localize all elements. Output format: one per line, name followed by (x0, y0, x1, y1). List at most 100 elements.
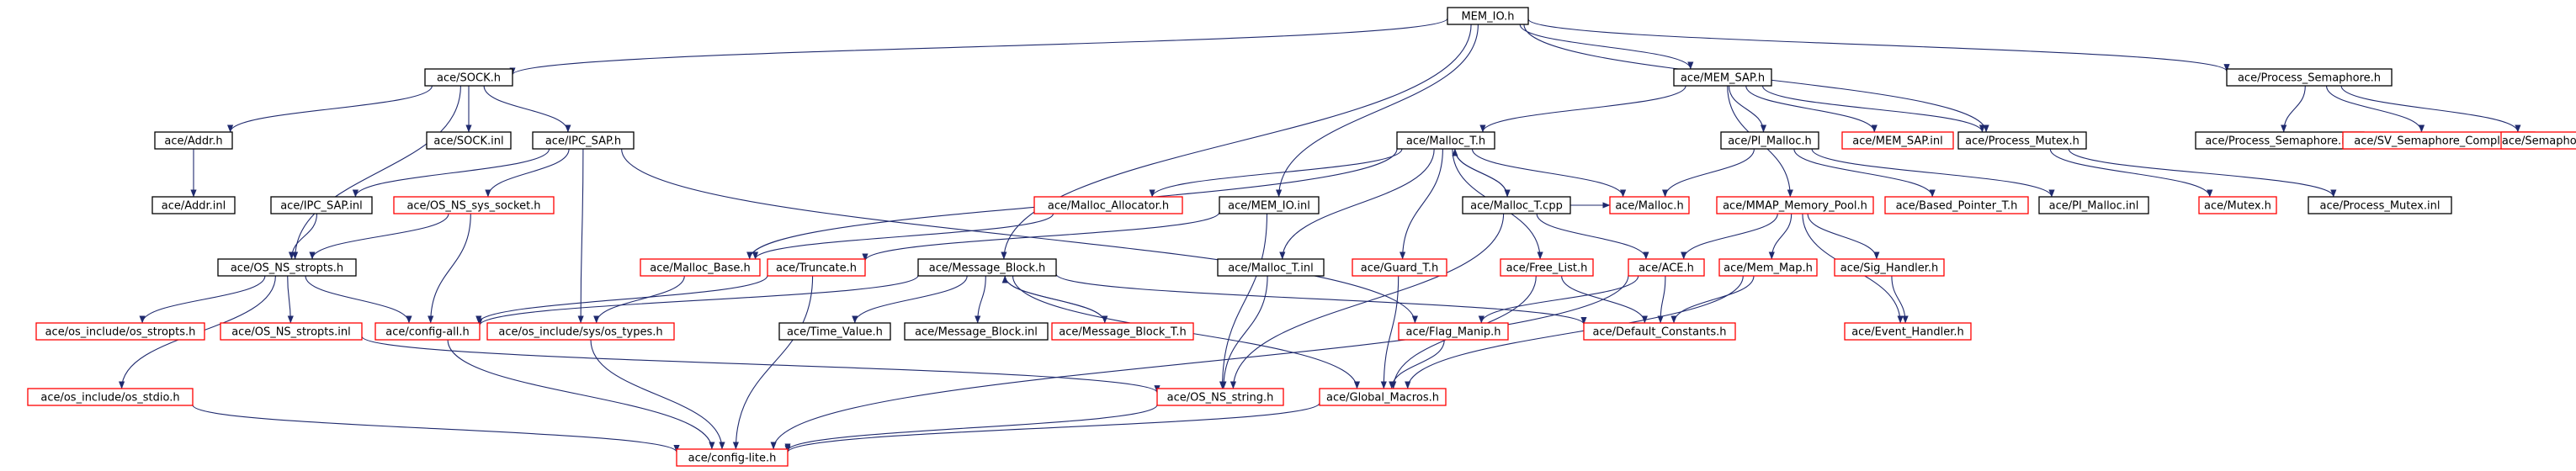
node-box (904, 322, 1049, 341)
node-message-block-h[interactable]: ace/Message_Block.h (917, 258, 1057, 277)
edge-os_ns_string_h-to-config_lite_h (784, 405, 1158, 452)
node-label: ace/OS_NS_string.h (1167, 392, 1274, 405)
node-addr-inl[interactable]: ace/Addr.inl (151, 196, 236, 214)
node-malloc-allocator-h[interactable]: ace/Malloc_Allocator.h (1033, 196, 1183, 214)
edge-ipc_sap_h-to-os_include_sys_types_h (577, 148, 584, 324)
node-proc-mutex-inl[interactable]: ace/Process_Mutex.inl (2308, 196, 2452, 214)
edge-mem_sap_h-to-malloc_t_h (1479, 85, 1686, 133)
edge-sig_handler_h-to-event_handler_h (1891, 275, 1909, 324)
edge-os_ns_stropts_h-to-config_all_h (305, 275, 412, 324)
node-box (35, 322, 205, 341)
node-proc-sema-h[interactable]: ace/Process_Semaphore.h (2226, 68, 2393, 87)
node-mutex-h[interactable]: ace/Mutex.h (2198, 196, 2277, 214)
node-os-ns-sys-socket-h[interactable]: ace/OS_NS_sys_socket.h (393, 196, 555, 214)
node-proc-sema-inl[interactable]: ace/Process_Semaphore.inl (2195, 131, 2365, 150)
node-flag-manip-h[interactable]: ace/Flag_Manip.h (1398, 322, 1509, 341)
node-label: ace/Malloc_Base.h (650, 262, 751, 275)
node-free-list-h[interactable]: ace/Free_List.h (1500, 258, 1594, 277)
node-os-ns-string-h[interactable]: ace/OS_NS_string.h (1156, 388, 1284, 406)
node-malloc-base-h[interactable]: ace/Malloc_Base.h (640, 258, 761, 277)
node-mem-sap-inl[interactable]: ace/MEM_SAP.inl (1841, 131, 1954, 150)
node-message-block-inl[interactable]: ace/Message_Block.inl (904, 322, 1049, 341)
node-pi-malloc-inl[interactable]: ace/PI_Malloc.inl (2038, 196, 2149, 214)
node-ace-h[interactable]: ace/ACE.h (1628, 258, 1705, 277)
edge-config_all_h-to-config_lite_h (447, 339, 715, 450)
edge-global_macros_h-to-config_lite_h (784, 402, 1320, 453)
node-os-include-os-stropts-h[interactable]: ace/os_include/os_stropts.h (35, 322, 205, 341)
edge-malloc_t_h-to-guard_t_h (1400, 148, 1443, 260)
edge-pi_malloc_h-to-malloc_h (1662, 148, 1755, 198)
edge-os_ns_sys_socket_h-to-os_ns_stropts_h (309, 213, 449, 260)
node-mmap-pool-h[interactable]: ace/MMAP_Memory_Pool.h (1716, 196, 1874, 214)
node-os-include-os-stdio-h[interactable]: ace/os_include/os_stdio.h (27, 388, 194, 406)
node-os-ns-stropts-h[interactable]: ace/OS_NS_stropts.h (217, 258, 357, 277)
node-truncate-h[interactable]: ace/Truncate.h (767, 258, 866, 277)
edge-mmap_pool_h-to-sig_handler_h (1807, 213, 1880, 260)
node-default-constants-h[interactable]: ace/Default_Constants.h (1583, 322, 1736, 341)
node-box (1628, 258, 1705, 277)
edge-flag_manip_h-to-global_macros_h (1389, 339, 1445, 389)
node-malloc-h[interactable]: ace/Malloc.h (1609, 196, 1690, 214)
node-box (1841, 131, 1954, 150)
node-semaphore-h[interactable]: ace/Semaphore.h (2500, 131, 2576, 150)
node-label: ace/Message_Block_T.h (1059, 326, 1186, 339)
node-malloc-t-h[interactable]: ace/Malloc_T.h (1396, 131, 1495, 150)
node-label: ace/Default_Constants.h (1592, 326, 1726, 339)
node-label: ace/Malloc_T.inl (1228, 262, 1314, 275)
edge-ipc_sap_h-to-flag_manip_h (621, 148, 1418, 324)
node-malloc-t-cpp[interactable]: ace/Malloc_T.cpp (1462, 196, 1571, 214)
node-box (1720, 131, 1819, 150)
edge-pi_malloc_h-to-based_ptr_h (1793, 148, 1936, 198)
edge-mem_io_h-to-mem_io_inl (1276, 24, 1479, 198)
node-sock-inl[interactable]: ace/SOCK.inl (426, 131, 512, 150)
node-proc-mutex-h[interactable]: ace/Process_Mutex.h (1957, 131, 2087, 150)
node-label: ace/OS_NS_stropts.inl (231, 326, 351, 339)
node-global-macros-h[interactable]: ace/Global_Macros.h (1319, 388, 1447, 406)
node-label: ace/Sig_Handler.h (1840, 262, 1938, 275)
node-mem-map-h[interactable]: ace/Mem_Map.h (1718, 258, 1818, 277)
node-box (1219, 196, 1320, 214)
node-label: ace/SOCK.h (437, 72, 501, 85)
node-os-ns-stropts-inl[interactable]: ace/OS_NS_stropts.inl (220, 322, 363, 341)
node-label: ace/Time_Value.h (787, 326, 883, 339)
node-mem-sap-h[interactable]: ace/MEM_SAP.h (1673, 68, 1772, 87)
node-mem-io-inl[interactable]: ace/MEM_IO.inl (1219, 196, 1320, 214)
node-based-ptr-h[interactable]: ace/Based_Pointer_T.h (1884, 196, 2029, 214)
node-config-lite-h[interactable]: ace/config-lite.h (676, 448, 789, 467)
edge-sock_h-to-os_ns_stropts_h (292, 85, 461, 260)
node-event-handler-h[interactable]: ace/Event_Handler.h (1844, 322, 1972, 341)
node-box (532, 131, 635, 150)
node-box (1033, 196, 1183, 214)
node-box (1398, 322, 1509, 341)
node-guard-t-h[interactable]: ace/Guard_T.h (1352, 258, 1447, 277)
node-sig-handler-h[interactable]: ace/Sig_Handler.h (1834, 258, 1945, 277)
node-message-block-t-h[interactable]: ace/Message_Block_T.h (1051, 322, 1194, 341)
node-box (1957, 131, 2087, 150)
node-ipc-sap-h[interactable]: ace/IPC_SAP.h (532, 131, 635, 150)
node-box (270, 196, 373, 214)
node-label: ace/IPC_SAP.inl (280, 200, 363, 213)
node-pi-malloc-h[interactable]: ace/PI_Malloc.h (1720, 131, 1819, 150)
node-box (154, 131, 233, 150)
edge-ace_h-to-flag_manip_h (1478, 275, 1639, 324)
node-label: ace/Malloc_Allocator.h (1048, 200, 1169, 213)
node-malloc-t-inl[interactable]: ace/Malloc_T.inl (1217, 258, 1325, 277)
node-sv-sema-h[interactable]: ace/SV_Semaphore_Complex.h (2342, 131, 2536, 150)
edge-mem_io_h-to-mem_sap_h (1519, 24, 1694, 70)
node-box (220, 322, 363, 341)
node-label: ace/MEM_SAP.h (1681, 72, 1765, 85)
node-time-value-h[interactable]: ace/Time_Value.h (778, 322, 891, 341)
node-os-include-sys-types-h[interactable]: ace/os_include/sys/os_types.h (486, 322, 675, 341)
node-ipc-sap-inl[interactable]: ace/IPC_SAP.inl (270, 196, 373, 214)
node-label: ace/config-lite.h (688, 452, 777, 465)
node-sock-h[interactable]: ace/SOCK.h (424, 68, 513, 87)
node-addr-h[interactable]: ace/Addr.h (154, 131, 233, 150)
edge-proc_sema_h-to-semaphore_h (2340, 85, 2521, 133)
edge-mem_io_h-to-sock_h (509, 18, 1448, 76)
node-config-all-h[interactable]: ace/config-all.h (374, 322, 481, 341)
edge-ace_h-to-config_lite_h (770, 275, 1629, 450)
node-label: ace/SOCK.inl (433, 135, 503, 148)
node-box (1500, 258, 1594, 277)
node-label: ace/Addr.inl (162, 200, 226, 213)
